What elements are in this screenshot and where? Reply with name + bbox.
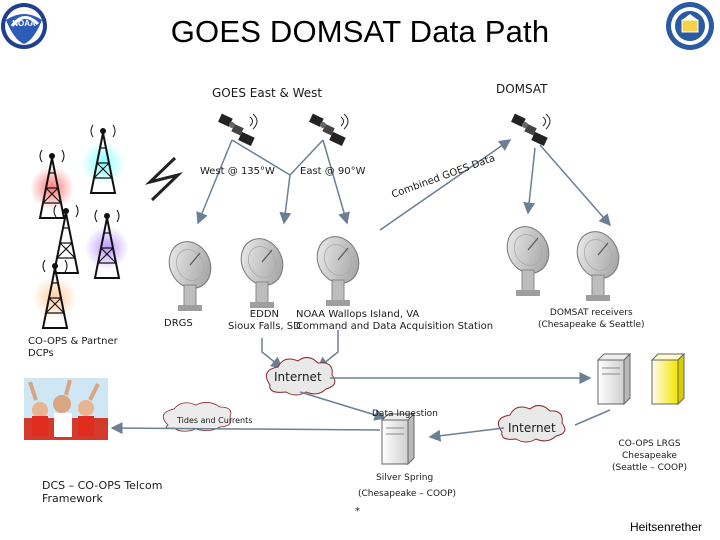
internet-cloud-2-icon bbox=[497, 405, 566, 443]
satellite-domsat-icon bbox=[510, 113, 551, 147]
label-internet-2: Internet bbox=[508, 421, 556, 435]
satellite-east-icon bbox=[308, 113, 349, 147]
svg-text:NOAA: NOAA bbox=[12, 19, 36, 28]
label-east: East @ 90°W bbox=[300, 166, 366, 177]
label-drgs: DRGS bbox=[164, 318, 193, 329]
domsat-dish-1-icon bbox=[499, 219, 557, 297]
satellite-west-icon bbox=[217, 113, 258, 147]
label-west: West @ 135°W bbox=[200, 166, 275, 177]
domsat-dish-2-icon bbox=[569, 224, 627, 302]
wallops-dish-icon bbox=[309, 229, 367, 307]
label-eddn: EDDN Sioux Falls, SD bbox=[228, 309, 301, 332]
label-goes-east-west: GOES East & West bbox=[212, 86, 323, 100]
label-wallops: NOAA Wallops Island, VA Command and Data… bbox=[296, 309, 494, 332]
label-domsat-receivers: DOMSAT receivers (Chesapeake & Seattle) bbox=[538, 308, 645, 330]
domsat-receiver-yellow-server-icon bbox=[650, 352, 686, 406]
noaa-logo: NOAA bbox=[1, 3, 47, 49]
label-internet-1: Internet bbox=[274, 370, 322, 384]
label-tides-currents: Tides and Currents bbox=[177, 416, 253, 425]
data-ingestion-server-icon bbox=[381, 413, 415, 465]
crowd-photo bbox=[24, 378, 108, 440]
label-silver-spring: Silver Spring bbox=[376, 473, 434, 483]
internet-cloud-1-icon bbox=[265, 357, 336, 396]
domsat-receiver-server-icon bbox=[597, 353, 631, 405]
label-asterisk: * bbox=[355, 506, 360, 517]
drgs-dish-icon bbox=[161, 234, 219, 312]
uplink-bolt-icon bbox=[144, 156, 184, 202]
label-data-ingestion: Data Ingestion bbox=[372, 409, 438, 419]
seal-icon bbox=[666, 2, 714, 50]
label-coops-dcps: CO-OPS & Partner DCPs bbox=[28, 336, 118, 359]
label-lrgs: CO-OPS LRGS Chesapeake (Seattle – COOP) bbox=[612, 439, 687, 473]
label-domsat: DOMSAT bbox=[496, 82, 548, 96]
author-credit: Heitsenrether bbox=[629, 520, 702, 534]
page-title: GOES DOMSAT Data Path bbox=[170, 14, 550, 49]
eddn-dish-icon bbox=[233, 231, 291, 309]
tides-cloud-icon bbox=[162, 402, 232, 432]
label-framework: DCS – CO-OPS Telcom Framework bbox=[42, 479, 163, 505]
label-chesapeake: (Chesapeake – COOP) bbox=[358, 489, 457, 499]
